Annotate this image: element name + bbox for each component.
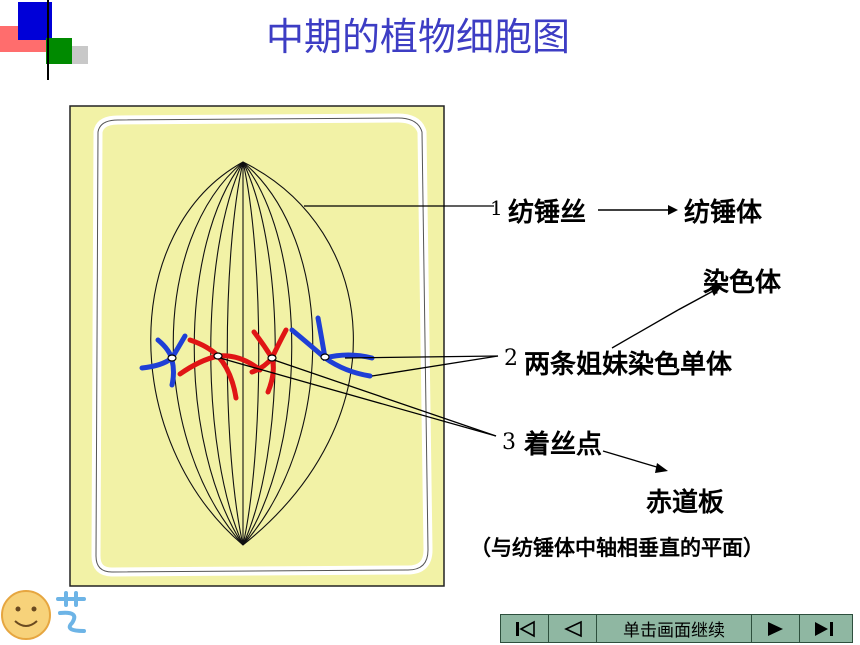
chromatids-label: 两条姐妹染色单体 (524, 350, 733, 380)
spindle-number: 1 (490, 196, 503, 220)
centromeres (167, 352, 330, 362)
spindle-label: 纺锤丝 (508, 198, 587, 228)
chromatid-number: 2 (504, 346, 518, 371)
chromosome-label: 染色体 (703, 268, 782, 298)
spindle-fibers (150, 161, 354, 546)
metaphase-plate-label: 赤道板 (646, 488, 725, 518)
next-slide-button[interactable] (752, 615, 800, 642)
slide-navigation-bar: 单击画面继续 (500, 614, 853, 643)
smiley-logo-icon (1, 590, 86, 640)
corner-decoration (0, 0, 610, 80)
last-slide-button[interactable] (800, 615, 848, 642)
centromere-number: 3 (502, 430, 516, 455)
skip-to-last-icon (815, 621, 833, 636)
leader-lines (219, 205, 679, 469)
first-slide-button[interactable] (501, 615, 549, 642)
arrows (598, 205, 722, 473)
skip-to-first-icon (515, 620, 535, 637)
slide-title: 中期的植物细胞图 (266, 15, 571, 59)
metaphase-plate-note: （与纺锤体中轴相垂直的平面） (470, 536, 764, 560)
continue-button[interactable]: 单击画面继续 (597, 615, 752, 642)
previous-icon (563, 620, 582, 637)
centromere-label: 着丝点 (524, 430, 603, 460)
next-icon (767, 621, 783, 636)
spindle-body-label: 纺锤体 (684, 198, 763, 228)
previous-slide-button[interactable] (549, 615, 597, 642)
